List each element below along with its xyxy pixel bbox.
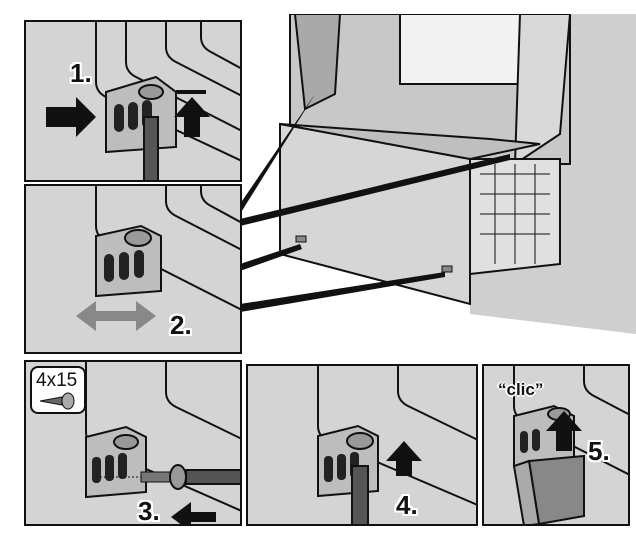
step1-drawing	[26, 22, 242, 182]
step3-panel: 4x15 3.	[24, 360, 242, 526]
overview-illustration	[240, 14, 636, 354]
step5-number: 5.	[588, 436, 610, 467]
step4-drawing	[248, 366, 478, 526]
step2-drawing	[26, 186, 242, 354]
overview-drawing	[240, 14, 636, 354]
step4-number: 4.	[396, 490, 418, 521]
step2-number: 2.	[170, 310, 192, 341]
screw-size-label: 4x15	[36, 370, 77, 392]
step3-number: 3.	[138, 496, 160, 526]
screw-icon	[40, 392, 80, 410]
screw-badge: 4x15	[30, 366, 86, 414]
step2-panel: 2.	[24, 184, 242, 354]
step1-panel: 1.	[24, 20, 242, 182]
step1-number: 1.	[70, 58, 92, 89]
clic-sound-label: “clic”	[498, 380, 543, 400]
step4-panel: 4.	[246, 364, 478, 526]
step5-panel: “clic” 5.	[482, 364, 630, 526]
